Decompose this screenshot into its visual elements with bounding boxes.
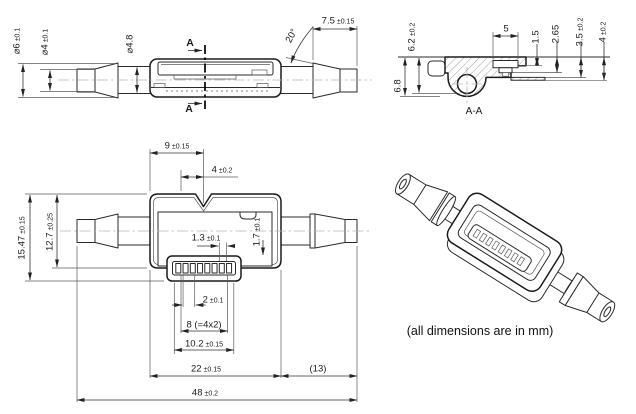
dim-depth-3-5: 3.5±0.2 xyxy=(574,17,586,47)
top-view-drawing xyxy=(25,149,372,402)
dim-height-12-7: 12.7±0.25 xyxy=(44,213,56,251)
dim-length-48: 48±0.2 xyxy=(191,387,219,399)
units-note: (all dimensions are in mm) xyxy=(406,323,554,338)
dim-dia-6: ⌀6±0.1 xyxy=(11,27,23,55)
dim-pitch-1-3: 1.3±0.1 xyxy=(191,232,221,244)
dim-depth-2-65: 2.65 xyxy=(550,24,562,44)
section-cut-letter-top: A xyxy=(186,36,194,49)
iso-view-drawing xyxy=(394,173,616,323)
dim-height-6-2: 6.2±0.2 xyxy=(406,22,418,52)
dim-height-15-47: 15.47±0.15 xyxy=(16,216,28,260)
dim-dia-4-8: ⌀4.8 xyxy=(124,34,136,54)
dim-length-13-ref: (13) xyxy=(309,363,327,375)
dim-length-9: 9±0.15 xyxy=(164,140,190,152)
dim-width-5: 5 xyxy=(503,23,509,35)
dim-height-6-8: 6.8 xyxy=(392,79,404,93)
dim-depth-1-5: 1.5 xyxy=(530,30,542,44)
dim-length-22: 22±0.15 xyxy=(190,363,222,375)
dim-pitch-1-7: 1.7±0.1 xyxy=(251,217,263,247)
dim-dia-4: ⌀4±0.1 xyxy=(39,28,51,56)
dim-depth-4: 4±0.2 xyxy=(597,21,609,43)
section-cut-letter-bottom: A xyxy=(185,102,193,115)
dim-length-4: 4±0.2 xyxy=(211,164,233,176)
section-view-drawing xyxy=(398,32,610,103)
dim-pitch-8: 8 (=4x2) xyxy=(186,319,222,331)
dim-length-7-5: 7.5±0.15 xyxy=(321,15,355,27)
dim-pitch-2: 2±0.1 xyxy=(202,294,224,306)
section-label: A-A xyxy=(465,106,483,117)
side-view-drawing xyxy=(18,26,372,109)
dim-length-10-2: 10.2±0.15 xyxy=(185,338,223,350)
